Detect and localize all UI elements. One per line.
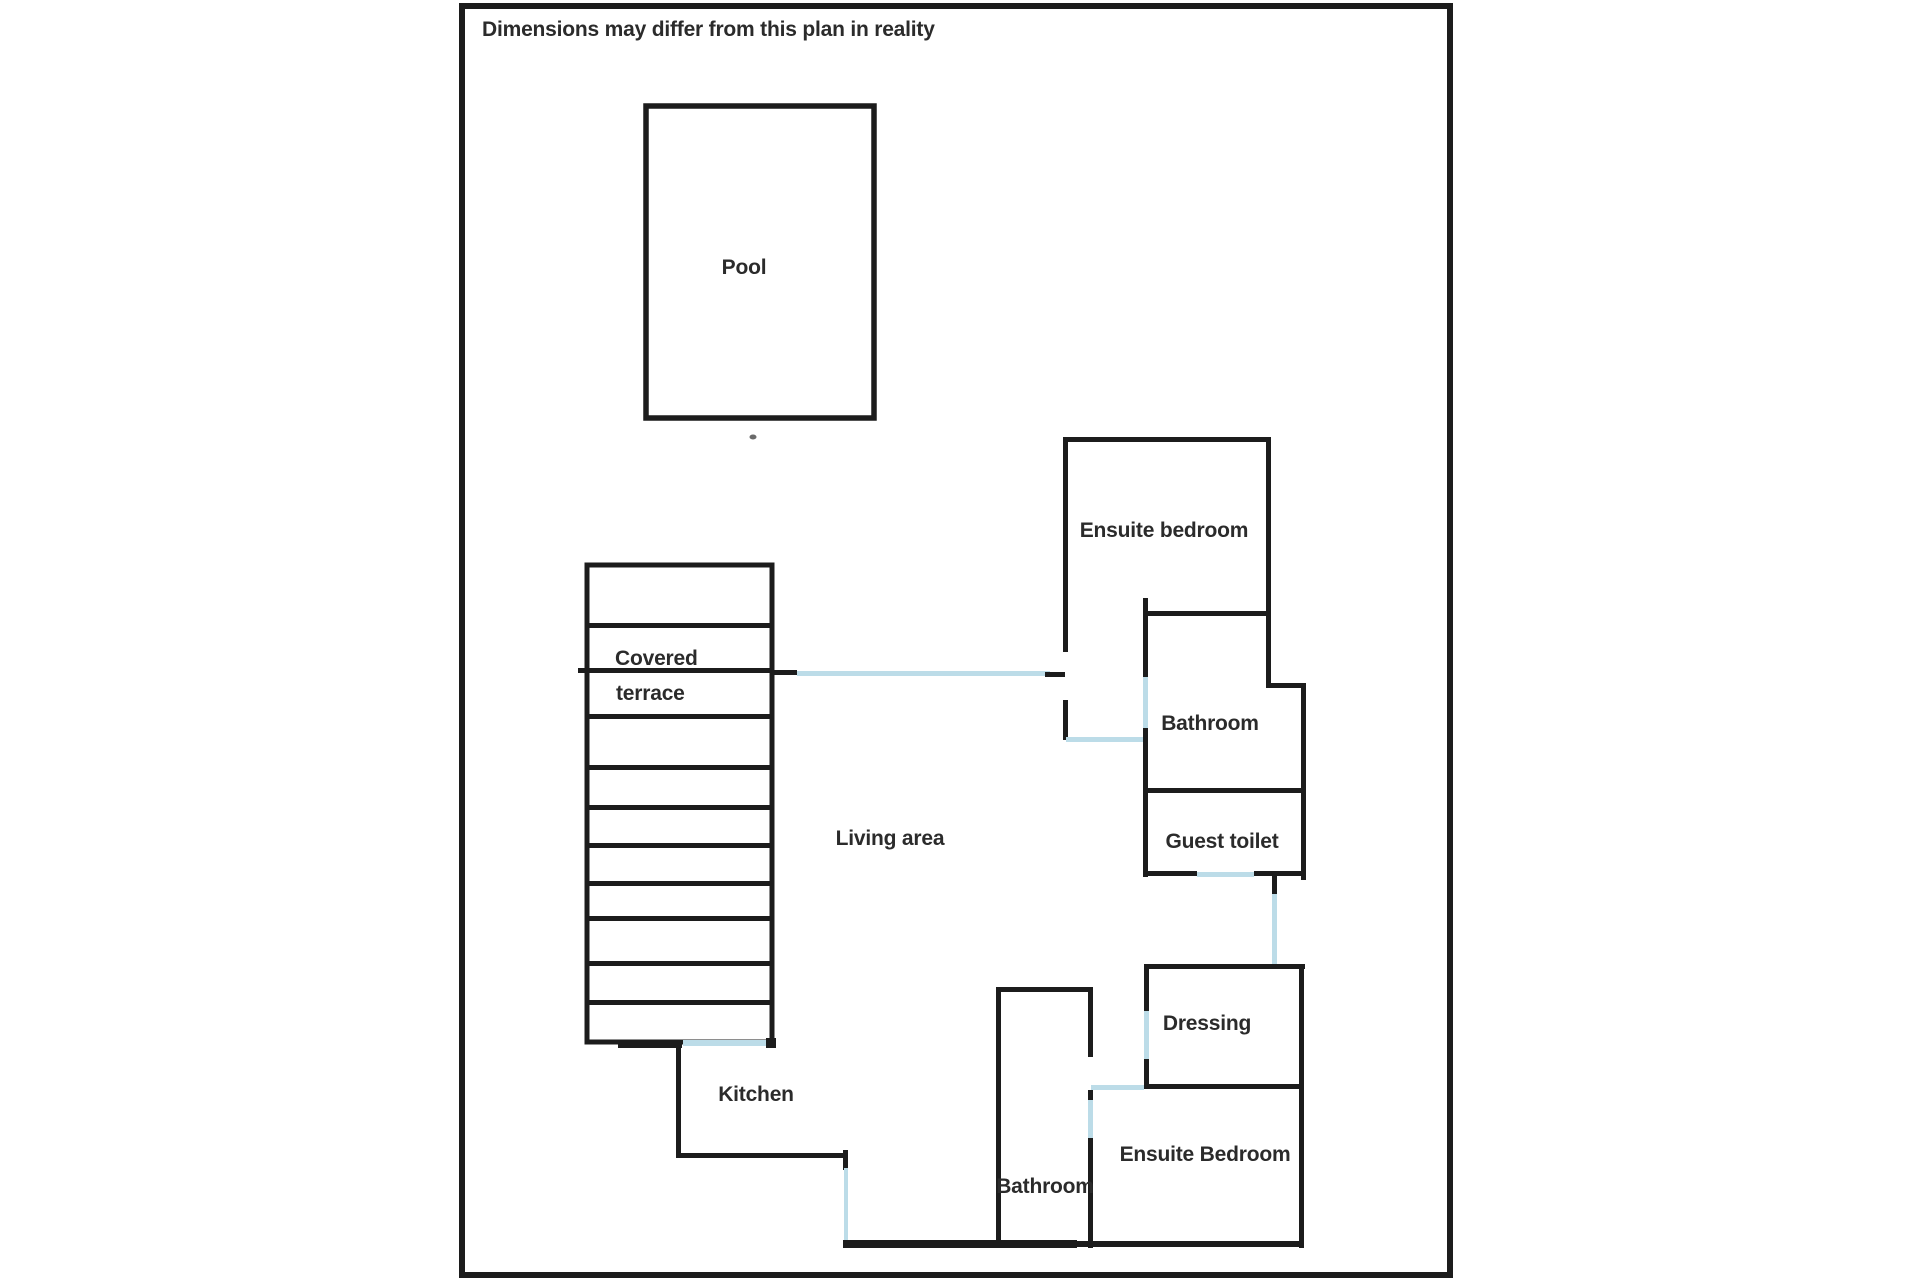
terrace-outline xyxy=(584,562,775,1045)
bathroom2-right-window xyxy=(1088,1100,1093,1140)
deck-line xyxy=(587,714,772,719)
terrace-label-line1: Covered xyxy=(615,647,698,670)
bathroom-top-tick xyxy=(1143,598,1148,611)
bottom-wall xyxy=(1077,1241,1304,1247)
bathroom2-right-tick xyxy=(1088,1090,1093,1102)
kitchen-left-wall xyxy=(676,1044,681,1158)
guest-toilet-top-wall xyxy=(1143,788,1306,793)
terrace-door-end-tick xyxy=(766,1038,776,1048)
stray-dot xyxy=(749,434,757,440)
bedroom-left-wall-lower xyxy=(1063,700,1068,740)
hall-door-tick xyxy=(1272,876,1277,896)
terrace-left-tick xyxy=(578,668,592,673)
bathroom2-left-wall xyxy=(996,987,1001,1248)
right-wall-lower xyxy=(1299,964,1304,1248)
pool-outline xyxy=(643,103,877,421)
bedroom-right-wall xyxy=(1266,437,1271,687)
deck-line xyxy=(587,623,772,628)
deck-line xyxy=(587,916,772,921)
terrace-label-line2: terrace xyxy=(616,682,685,705)
terrace-deck-lines xyxy=(587,623,772,1005)
ensuite-bedroom-bottom-label: Ensuite Bedroom xyxy=(1120,1143,1291,1166)
disclaimer-note: Dimensions may differ from this plan in … xyxy=(482,18,935,41)
corridor-glass-wall xyxy=(797,671,1050,676)
deck-line xyxy=(587,765,772,770)
bathroom-top-label: Bathroom xyxy=(1161,712,1259,735)
kitchen-door-tick xyxy=(843,1150,848,1170)
right-wall-upper xyxy=(1301,683,1306,880)
bathroom-left-window xyxy=(1143,677,1148,728)
dressing-bathroom-passage xyxy=(1091,1085,1144,1090)
dressing-top-wall xyxy=(1144,964,1305,969)
dressing-bottom-wall xyxy=(1144,1084,1304,1089)
dressing-door xyxy=(1144,1011,1149,1061)
deck-line xyxy=(587,1000,772,1005)
bathroom-bottom-label: Bathroom xyxy=(996,1175,1094,1198)
bathroom2-top-wall xyxy=(996,987,1093,992)
bathroom-top-wall xyxy=(1143,611,1271,616)
bedroom-left-wall-upper xyxy=(1063,437,1068,652)
dressing-left-wall-upper xyxy=(1144,964,1149,1013)
deck-line xyxy=(587,881,772,886)
ensuite-bedroom-top-label: Ensuite bedroom xyxy=(1080,519,1249,542)
terrace-bottom-thick-wall xyxy=(618,1044,682,1048)
bathroom2-right-wall-lower xyxy=(1088,1138,1093,1248)
deck-line xyxy=(587,961,772,966)
bathroom-left-wall-lower xyxy=(1143,728,1148,877)
guest-toilet-label: Guest toilet xyxy=(1165,830,1278,853)
kitchen-bottom-wall xyxy=(676,1153,848,1158)
deck-line xyxy=(587,843,772,848)
bedroom-top-wall xyxy=(1063,437,1271,442)
kitchen-door xyxy=(844,1168,848,1244)
deck-line xyxy=(587,805,772,810)
dressing-label: Dressing xyxy=(1163,1012,1251,1035)
plan-outer-border xyxy=(459,3,1453,1278)
bathroom-right-step-wall xyxy=(1266,683,1306,688)
dressing-left-wall-lower xyxy=(1144,1059,1149,1089)
bottom-wall-thick xyxy=(843,1240,1077,1248)
hall-door xyxy=(1272,894,1277,966)
guest-toilet-bottom-wall-left xyxy=(1143,871,1197,876)
kitchen-label: Kitchen xyxy=(718,1083,794,1106)
pool-label: Pool xyxy=(722,256,767,279)
terrace-bottom-door xyxy=(683,1040,768,1046)
corridor-tick-left xyxy=(772,670,797,675)
bedroom-bottom-window xyxy=(1066,737,1143,742)
living-area-label: Living area xyxy=(836,827,945,850)
deck-line xyxy=(587,668,772,673)
bathroom-left-wall-upper xyxy=(1143,611,1148,677)
guest-toilet-bottom-wall-right xyxy=(1254,871,1306,876)
guest-toilet-door xyxy=(1197,872,1254,877)
bathroom2-right-wall-upper xyxy=(1088,987,1093,1057)
corridor-tick-right xyxy=(1045,672,1065,677)
